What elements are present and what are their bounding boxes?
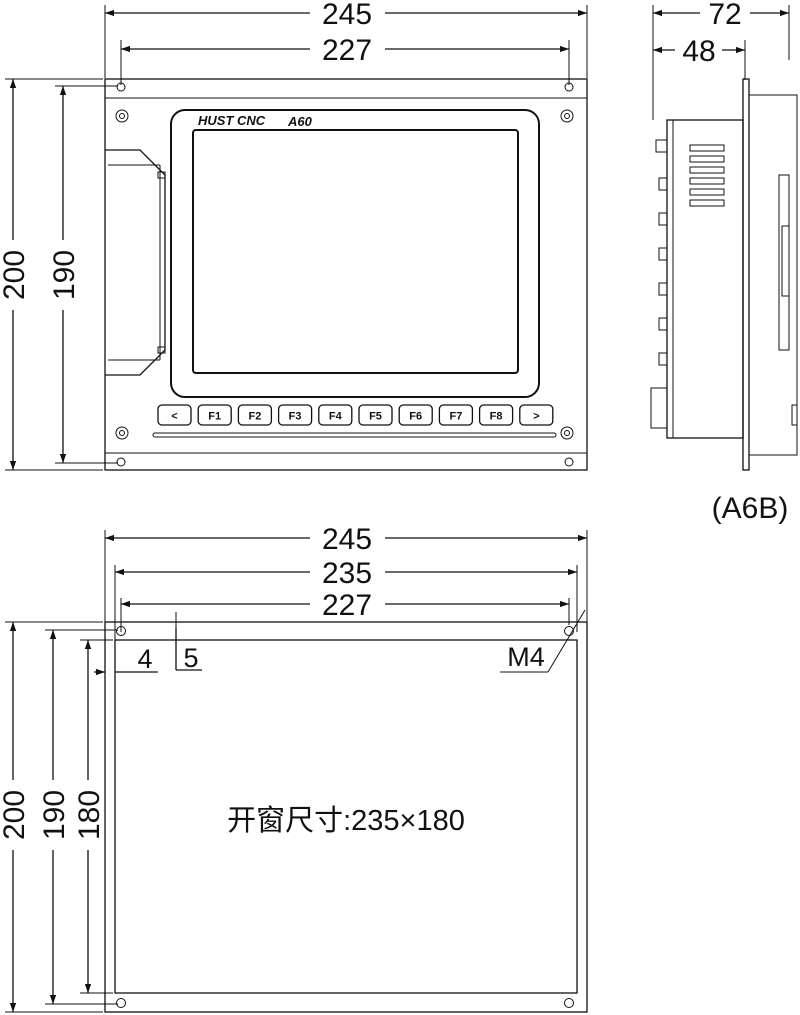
softkey-label: > xyxy=(533,411,539,423)
cutout-dim-height-cutout: 180 xyxy=(73,790,106,840)
cutout-size-note: 开窗尺寸:235×180 xyxy=(227,804,465,837)
cutout-window xyxy=(114,639,578,994)
front-dim-width-outer: 245 xyxy=(322,0,372,31)
front-view: 245 227 200 190 xyxy=(0,0,588,471)
softkey-label: F4 xyxy=(329,411,343,423)
softkey-label: F6 xyxy=(409,411,422,423)
softkey-label: < xyxy=(171,411,177,423)
front-panel-outline xyxy=(104,78,588,471)
softkey-label: F7 xyxy=(449,411,462,423)
side-view-caption: (A6B) xyxy=(712,492,789,525)
softkey-f5: F5 xyxy=(358,404,393,426)
softkey-label: F1 xyxy=(208,411,221,423)
softkey-label: F2 xyxy=(248,411,261,423)
cutout-view: 245 235 227 4 5 200 190 180 xyxy=(0,523,588,1013)
model-label: A60 xyxy=(287,114,313,129)
front-flange xyxy=(742,78,750,471)
vent-slots xyxy=(689,144,725,207)
softkey-label: F5 xyxy=(369,411,382,423)
softkey-label: F3 xyxy=(289,411,302,423)
softkey-f8: F8 xyxy=(478,404,514,426)
cutout-outer-outline xyxy=(104,621,588,1013)
connector-icon xyxy=(650,139,668,429)
softkey-f1: F1 xyxy=(197,404,232,426)
mounting-hole-icon xyxy=(116,82,574,467)
cutout-dim-offset-hole: 5 xyxy=(183,643,198,673)
softkey-f7: F7 xyxy=(438,404,474,426)
cutout-dim-height-holes: 190 xyxy=(38,790,71,840)
cutout-dim-width-holes: 227 xyxy=(322,589,372,622)
softkey-f6: F6 xyxy=(398,404,433,426)
cutout-dim-width-outer: 245 xyxy=(322,523,372,556)
front-dim-width-holes: 227 xyxy=(322,34,372,67)
cutout-dim-offset-left: 4 xyxy=(137,644,152,674)
side-bracket xyxy=(105,149,166,376)
bottom-groove xyxy=(152,432,557,438)
softkey-row: < F1 F2 F3 F4 F5 F6 F7 F8 > xyxy=(157,404,554,426)
side-dim-depth-total: 72 xyxy=(708,0,741,31)
lcd-screen xyxy=(192,129,519,374)
screen-bezel xyxy=(170,109,540,398)
thread-size-label: M4 xyxy=(507,642,545,672)
softkey-f4: F4 xyxy=(318,404,353,426)
brand-logo: HUST CNC xyxy=(198,113,266,128)
mounting-hole-icon xyxy=(116,626,574,1008)
softkey-f3: F3 xyxy=(277,404,313,426)
softkey-prev: < xyxy=(157,404,192,426)
cutout-dim-height-outer: 200 xyxy=(0,790,31,840)
front-dim-height-outer: 200 xyxy=(0,250,31,300)
side-dim-depth-body: 48 xyxy=(682,35,715,68)
front-dim-height-holes: 190 xyxy=(48,250,81,300)
side-view: 72 48 xyxy=(650,0,798,525)
softkey-label: F8 xyxy=(490,411,503,423)
softkey-f2: F2 xyxy=(237,404,273,426)
side-housing xyxy=(666,119,744,439)
screw-icon xyxy=(115,109,574,440)
softkey-next: > xyxy=(519,404,554,426)
cutout-dim-width-cutout: 235 xyxy=(322,557,372,590)
